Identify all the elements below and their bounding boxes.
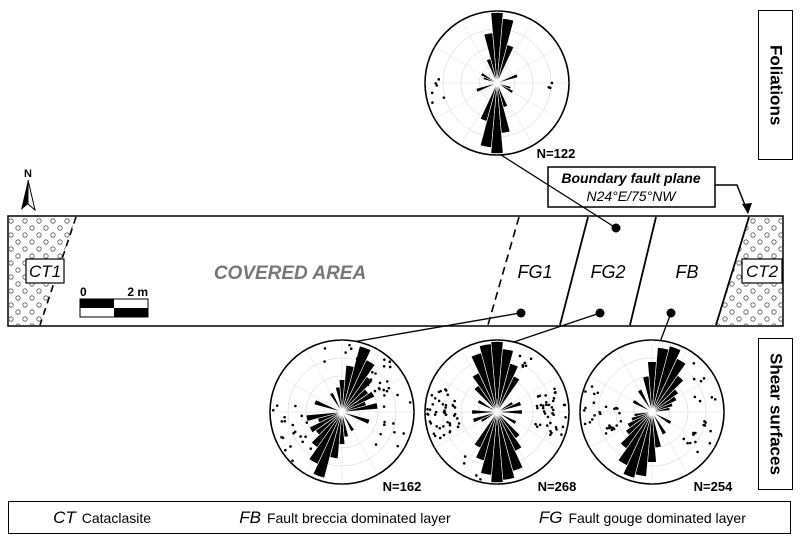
ct2-box: [741, 258, 783, 284]
n-label-fb: N=254: [694, 479, 733, 494]
legend-item-fb: FB Fault breccia dominated layer: [239, 508, 450, 528]
boundary-fault-callout: Boundary fault plane N24°E/75°NW: [547, 166, 752, 214]
scale-end-label: 2 m: [127, 285, 148, 299]
legend-abbr-fg: FG: [538, 507, 563, 527]
zone-fb-label: FB: [675, 262, 698, 282]
legend-text-ct: Cataclasite: [81, 509, 152, 526]
n-label-fg1: N=162: [383, 479, 422, 494]
legend-abbr-fb: FB: [239, 507, 261, 527]
scale-start-label: 0: [80, 285, 87, 299]
sample-points: [516, 223, 676, 318]
foliations-side-box: Foliations: [758, 10, 793, 160]
north-arrow-icon: N: [21, 168, 36, 212]
stereonet-fb: [579, 339, 725, 485]
shear-surfaces-side-box: Shear surfaces: [758, 338, 793, 490]
zone-fg1-label: FG1: [517, 262, 552, 282]
zone-fg2-label: FG2: [590, 262, 625, 282]
north-label: N: [24, 168, 32, 180]
legend-text-fg: Fault gouge dominated layer: [568, 509, 746, 526]
stereonet-fg2: [424, 339, 570, 485]
zone-ct1-label: CT1: [29, 262, 61, 281]
callout-title: Boundary fault plane: [561, 170, 700, 186]
callout-value: N24°E/75°NW: [586, 188, 677, 204]
n-label-foliations: N=122: [537, 146, 576, 161]
ct1-box: [25, 258, 65, 284]
legend-item-ct: CT Cataclasite: [53, 508, 151, 528]
stereonet-fg1: [269, 339, 415, 485]
shear-surfaces-side-label: Shear surfaces: [766, 353, 786, 475]
legend-text-fb: Fault breccia dominated layer: [266, 509, 451, 526]
legend-abbr-ct: CT: [53, 507, 76, 527]
zone-ct2-label: CT2: [746, 262, 779, 281]
foliations-side-label: Foliations: [766, 44, 786, 126]
stereonet-foliations: [424, 10, 570, 156]
n-label-fg2: N=268: [538, 479, 577, 494]
legend: CT Cataclasite FB Fault breccia dominated …: [8, 501, 791, 534]
legend-item-fg: FG Fault gouge dominated layer: [539, 508, 746, 528]
scale-bar: 0 2 m: [79, 285, 149, 318]
covered-area-label: COVERED AREA: [214, 263, 366, 284]
